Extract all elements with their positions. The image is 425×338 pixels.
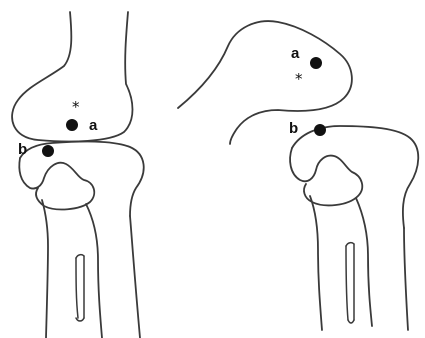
left-lower-bone-shaft <box>42 200 48 338</box>
left-point-b <box>42 145 54 157</box>
right-label-a: a <box>291 45 300 62</box>
left-fibula-top <box>76 255 84 258</box>
right-point-b <box>314 124 326 136</box>
right-fibula-cap <box>348 320 354 323</box>
right-lower-bone-process <box>290 148 362 205</box>
left-fibula-cap <box>76 318 84 321</box>
right-label-b: b <box>289 120 298 137</box>
right-fibula-top <box>346 243 354 246</box>
right-lower-bone-shaft-right <box>404 228 408 330</box>
left-fibula-line-1 <box>76 258 78 318</box>
left-point-a <box>66 119 78 131</box>
left-lower-bone-process <box>19 158 94 209</box>
right-lower-bone-shaft-inner <box>356 198 372 326</box>
right-lower-bone-shaft-left <box>310 196 322 330</box>
right-point-a <box>310 57 322 69</box>
left-panel: a * b <box>12 12 144 338</box>
right-lower-bone-head <box>292 126 418 228</box>
right-upper-bone <box>178 21 352 144</box>
right-asterisk: * <box>295 70 303 88</box>
right-panel: a * b <box>178 21 418 330</box>
left-asterisk: * <box>72 98 80 116</box>
right-fibula-line-1 <box>346 246 348 320</box>
left-label-a: a <box>89 117 98 134</box>
left-lower-bone-shaft-inner <box>86 204 102 338</box>
left-label-b: b <box>18 141 27 158</box>
left-lower-bone-shaft-right <box>130 216 140 338</box>
